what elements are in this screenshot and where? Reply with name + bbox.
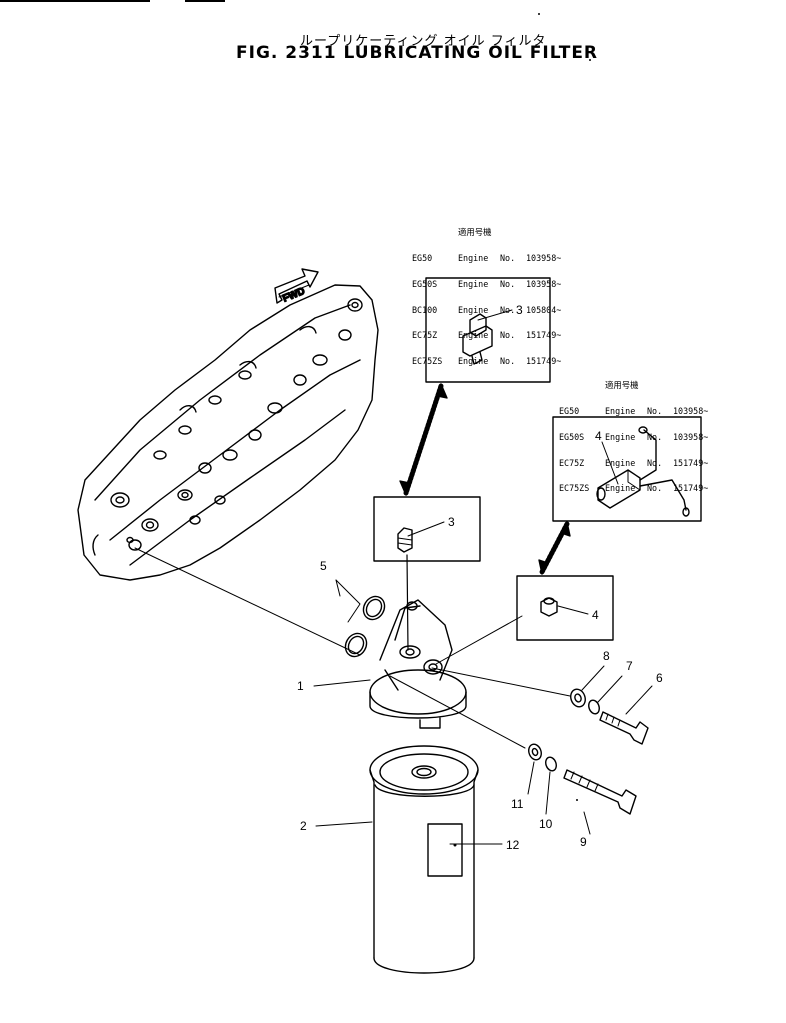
filter-cartridge bbox=[369, 745, 479, 974]
detail-box-part-3-upper bbox=[425, 277, 551, 383]
fwd-label: FWD bbox=[281, 286, 306, 305]
bolt-part-6 bbox=[599, 711, 649, 745]
callout-10: 10 bbox=[539, 817, 553, 831]
o-ring-pair bbox=[344, 595, 386, 658]
page-title: FIG. 2311 LUBRICATING OIL FILTER bbox=[236, 43, 599, 63]
top-edge-mark bbox=[185, 0, 225, 2]
callout-3-lower: 3 bbox=[448, 515, 455, 529]
callout-12: 12 bbox=[506, 838, 520, 852]
callout-9: 9 bbox=[580, 835, 587, 849]
washer-part-7 bbox=[588, 699, 600, 715]
applicability-header: 適用号機 bbox=[605, 380, 639, 391]
double-arrow-icon bbox=[399, 383, 448, 496]
callout-3-upper: 3 bbox=[516, 303, 523, 317]
callout-8: 8 bbox=[603, 649, 610, 663]
washer-part-10 bbox=[545, 756, 557, 772]
bolt-part-9 bbox=[563, 769, 637, 815]
fwd-arrow-icon bbox=[274, 268, 319, 304]
callout-4-upper: 4 bbox=[595, 429, 602, 443]
double-arrow-icon bbox=[538, 521, 571, 575]
washer-part-11 bbox=[528, 743, 542, 761]
callout-4-lower: 4 bbox=[592, 608, 599, 622]
detail-box-part-4-lower bbox=[516, 575, 614, 641]
callout-2: 2 bbox=[300, 819, 307, 833]
engine-block bbox=[77, 284, 379, 581]
filter-head bbox=[369, 599, 467, 729]
callout-5: 5 bbox=[320, 559, 327, 573]
callout-6: 6 bbox=[656, 671, 663, 685]
title-japanese: ループリケーティング オイル フィルタ bbox=[300, 34, 547, 49]
detail-box-part-3-lower bbox=[373, 496, 481, 562]
washer-part-8 bbox=[570, 688, 586, 708]
plug-part-4-lower bbox=[540, 597, 558, 617]
callout-labels: 3 4 3 4 5 1 2 12 8 7 6 11 10 9 bbox=[297, 303, 663, 852]
callout-11: 11 bbox=[511, 797, 524, 811]
top-edge-mark bbox=[0, 0, 150, 2]
detail-box-part-4-upper bbox=[552, 416, 702, 522]
sensor-part-4-upper bbox=[596, 426, 690, 517]
callout-1: 1 bbox=[297, 679, 304, 693]
applicability-header: 適用号機 bbox=[458, 227, 492, 238]
callout-7: 7 bbox=[626, 659, 633, 673]
switch-part-3-upper bbox=[462, 313, 493, 365]
plug-part-3-lower bbox=[397, 527, 413, 553]
